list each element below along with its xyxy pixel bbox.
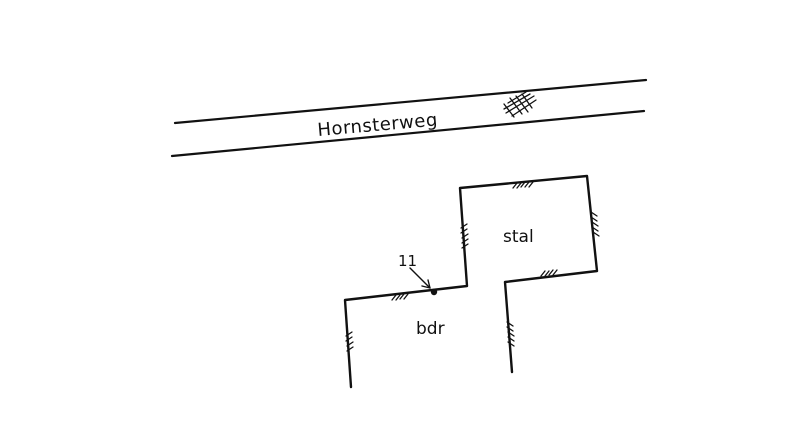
- wall-hatching: [345, 181, 600, 352]
- road-upper-edge: [173, 78, 648, 125]
- room-label-lower: bdr: [416, 319, 445, 339]
- building-walls: [343, 174, 599, 389]
- road: Hornsterweg: [170, 78, 648, 158]
- point-number-label: 11: [398, 252, 417, 270]
- point-leader-arrowhead: [421, 279, 431, 289]
- survey-point: 11: [398, 252, 438, 296]
- road-lower-edge: [170, 109, 646, 158]
- point-leader-line: [409, 267, 431, 289]
- building-outline: [343, 174, 599, 389]
- point-marker: [430, 288, 438, 296]
- room-label-upper: stal: [503, 227, 534, 247]
- road-crosshatch: [503, 91, 537, 118]
